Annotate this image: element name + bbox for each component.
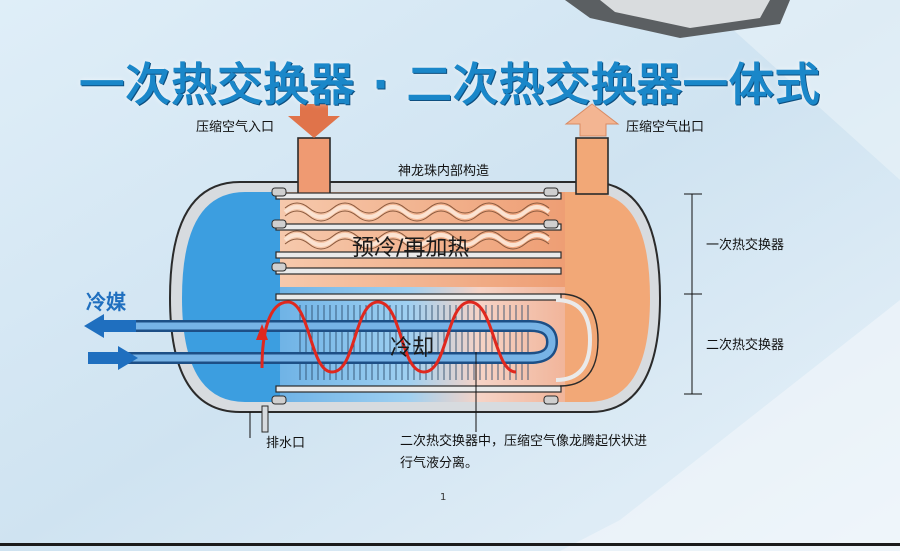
internal-structure-label: 神龙珠内部构造: [398, 164, 490, 179]
note-line-2: 行气液分离。: [400, 456, 479, 471]
page-number: 1: [440, 492, 447, 503]
note-line-1: 二次热交换器中，压缩空气像龙腾起伏状进: [400, 434, 648, 449]
primary-exchanger-label: 一次热交换器: [706, 238, 785, 253]
page-title: 一次热交换器 · 二次热交换器一体式: [79, 58, 821, 111]
bottom-rule: [0, 543, 900, 546]
inlet-label: 压缩空气入口: [196, 120, 275, 135]
secondary-exchanger-label: 二次热交换器: [706, 338, 785, 353]
coolant-arrow-out: [84, 314, 136, 338]
outlet-label: 压缩空气出口: [626, 120, 705, 135]
coolant-label: 冷媒: [86, 290, 126, 314]
drain-label: 排水口: [266, 436, 306, 451]
precool-label: 预冷/再加热: [352, 236, 470, 261]
coolant-arrow-in: [88, 346, 138, 370]
cooling-label: 冷却: [390, 336, 435, 361]
